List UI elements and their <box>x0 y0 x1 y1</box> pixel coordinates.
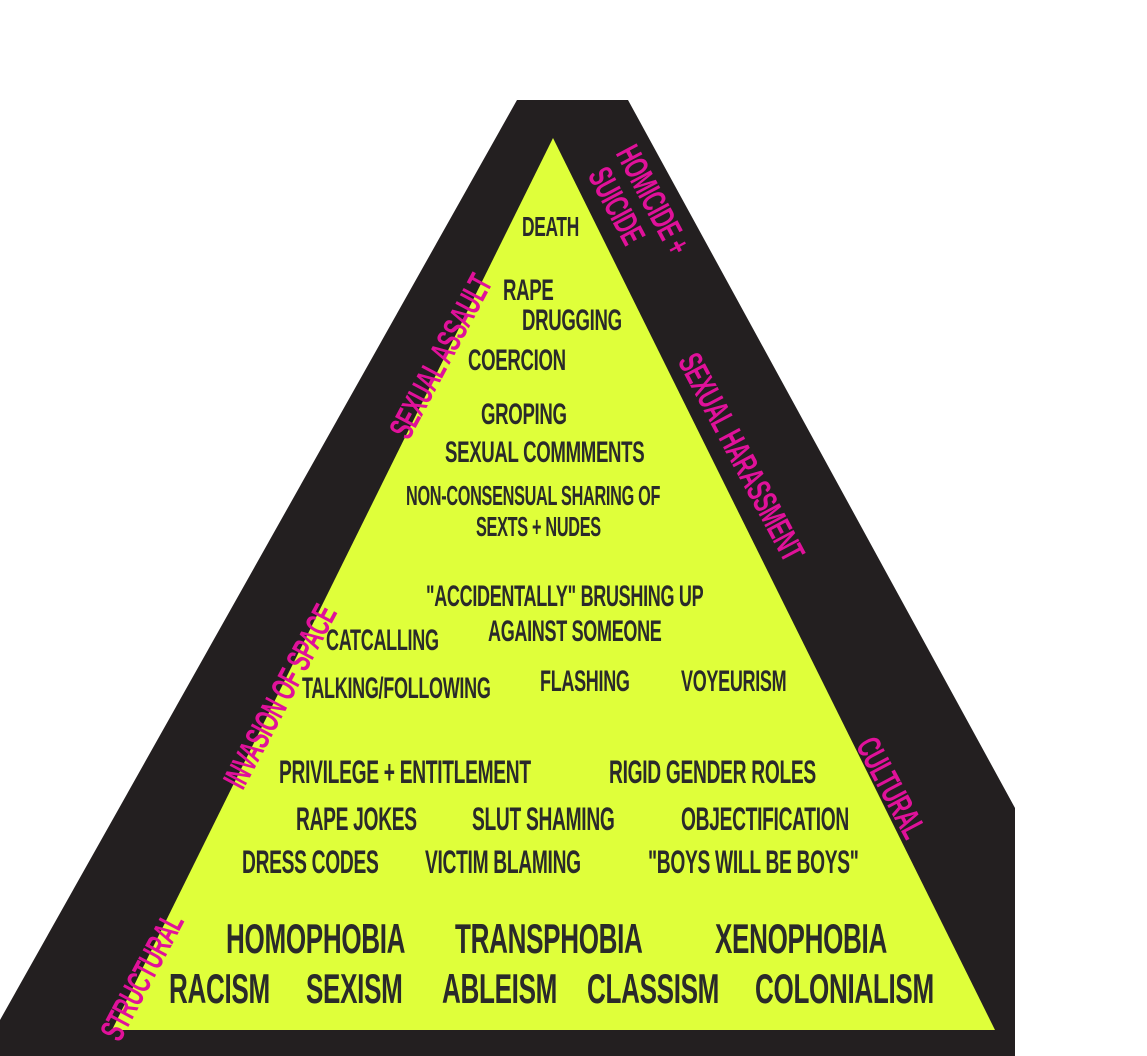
item-slut-shaming: SLUT SHAMING <box>472 801 615 837</box>
item-privilege: PRIVILEGE + ENTITLEMENT <box>279 754 531 790</box>
item-transphobia: TRANSPHOBIA <box>455 915 643 962</box>
item-sharing-line2: SEXTS + NUDES <box>476 511 601 542</box>
item-flashing: FLASHING <box>540 665 630 698</box>
item-sexual-comments: SEXUAL COMMMENTS <box>445 436 645 469</box>
pyramid-inner-fill <box>112 138 995 1030</box>
item-ableism: ABLEISM <box>442 965 558 1012</box>
item-colonialism: COLONIALISM <box>755 965 934 1012</box>
item-rape-jokes: RAPE JOKES <box>296 801 417 837</box>
item-rape: RAPE <box>503 274 554 307</box>
item-objectification: OBJECTIFICATION <box>681 801 849 837</box>
item-brushing-line1: "ACCIDENTALLY" BRUSHING UP <box>426 580 704 613</box>
item-victim-blaming: VICTIM BLAMING <box>425 844 581 880</box>
item-brushing-line2: AGAINST SOMEONE <box>488 615 662 648</box>
item-death: DEATH <box>522 211 579 242</box>
item-sharing-line1: NON-CONSENSUAL SHARING OF <box>406 480 661 511</box>
item-classism: CLASSISM <box>587 965 720 1012</box>
item-drugging: DRUGGING <box>522 304 622 337</box>
item-homophobia: HOMOPHOBIA <box>226 915 406 962</box>
item-voyeurism: VOYEURISM <box>681 665 787 698</box>
item-catcalling: CATCALLING <box>326 624 439 657</box>
item-boys-will-be-boys: "BOYS WILL BE BOYS" <box>648 844 859 880</box>
item-groping: GROPING <box>481 398 567 431</box>
item-talking-following: TALKING/FOLLOWING <box>302 672 491 705</box>
item-racism: RACISM <box>169 965 270 1012</box>
item-gender-roles: RIGID GENDER ROLES <box>609 754 816 790</box>
item-xenophobia: XENOPHOBIA <box>715 915 887 962</box>
item-coercion: COERCION <box>468 344 566 377</box>
item-dress-codes: DRESS CODES <box>242 844 379 880</box>
item-sexism: SEXISM <box>306 965 403 1012</box>
